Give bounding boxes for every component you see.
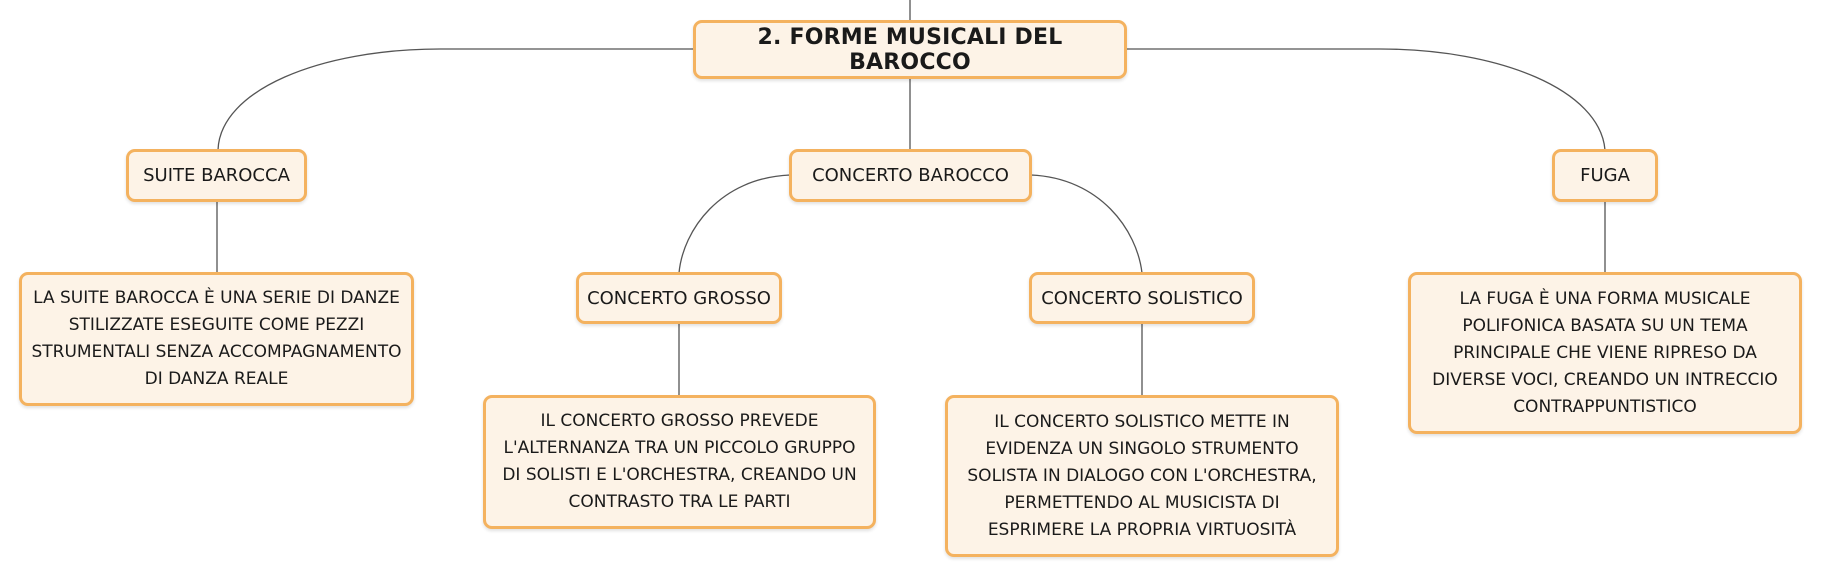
node-concerto-barocco-label: CONCERTO BAROCCO	[812, 165, 1009, 186]
node-root[interactable]: 2. FORME MUSICALI DEL BAROCCO	[693, 20, 1127, 79]
node-fuga-label: FUGA	[1580, 165, 1630, 186]
node-grosso-description-text: IL CONCERTO GROSSO PREVEDE L'ALTERNANZA …	[502, 411, 857, 512]
node-fuga-description[interactable]: LA FUGA È UNA FORMA MUSICALE POLIFONICA …	[1408, 272, 1802, 434]
connector-root-fuga	[1127, 48, 1606, 151]
node-grosso-description[interactable]: IL CONCERTO GROSSO PREVEDE L'ALTERNANZA …	[483, 395, 876, 529]
connector-concerto-solistico	[1030, 174, 1143, 274]
connector-root-suite	[217, 48, 693, 151]
node-fuga[interactable]: FUGA	[1552, 149, 1658, 202]
node-concerto-barocco[interactable]: CONCERTO BAROCCO	[789, 149, 1032, 202]
node-suite-barocca-label: SUITE BAROCCA	[143, 165, 290, 186]
node-solistico-description-text: IL CONCERTO SOLISTICO METTE IN EVIDENZA …	[967, 411, 1317, 540]
connector-concerto-grosso	[678, 174, 791, 274]
node-concerto-grosso-label: CONCERTO GROSSO	[587, 287, 771, 309]
node-concerto-solistico[interactable]: CONCERTO SOLISTICO	[1029, 272, 1255, 324]
node-root-label: 2. FORME MUSICALI DEL BAROCCO	[757, 24, 1063, 75]
node-suite-description[interactable]: LA SUITE BAROCCA È UNA SERIE DI DANZE ST…	[19, 272, 414, 406]
node-concerto-solistico-label: CONCERTO SOLISTICO	[1041, 287, 1243, 309]
node-suite-barocca[interactable]: SUITE BAROCCA	[126, 149, 307, 202]
node-fuga-description-text: LA FUGA È UNA FORMA MUSICALE POLIFONICA …	[1432, 288, 1778, 417]
node-suite-description-text: LA SUITE BAROCCA È UNA SERIE DI DANZE ST…	[31, 288, 402, 389]
node-solistico-description[interactable]: IL CONCERTO SOLISTICO METTE IN EVIDENZA …	[945, 395, 1339, 557]
node-concerto-grosso[interactable]: CONCERTO GROSSO	[576, 272, 782, 324]
